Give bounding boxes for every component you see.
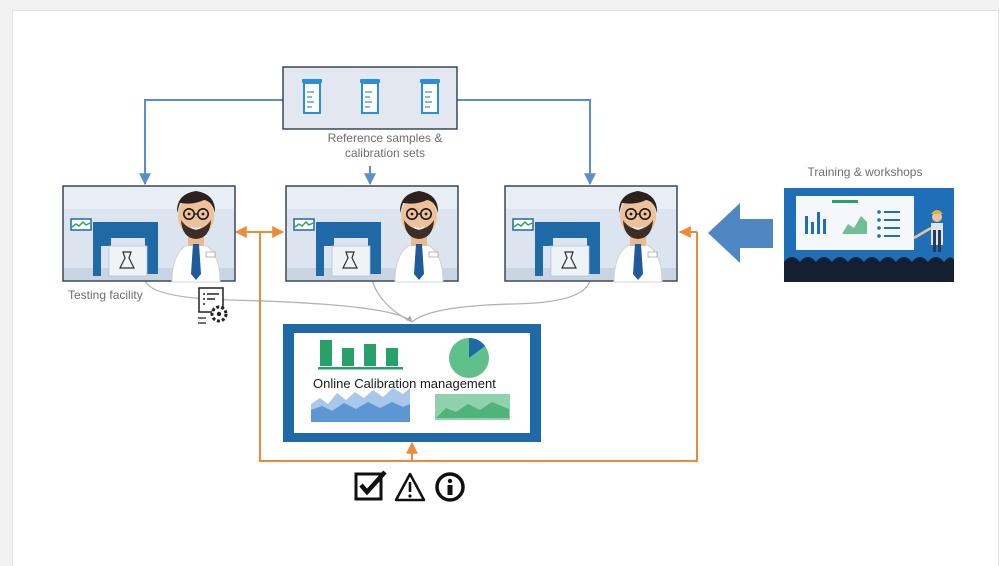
- training-illustration: [784, 188, 954, 282]
- feedback-lines: [234, 226, 698, 462]
- lab-station-center: [286, 186, 458, 282]
- beaker-icon: [301, 78, 323, 114]
- reference-samples-label: Reference samples & calibration sets: [327, 131, 443, 160]
- beaker-icon: [419, 78, 441, 114]
- settings-list-icon: [198, 287, 228, 324]
- online-calibration-screen: [283, 324, 541, 442]
- lab-station-right: [505, 186, 677, 282]
- data-flow-lines: [144, 279, 591, 323]
- lab-station-testing: [63, 186, 235, 282]
- beaker-icon: [359, 78, 381, 114]
- checkbox-checked-icon: [354, 470, 387, 501]
- online-calibration-label: Online Calibration management: [313, 376, 496, 391]
- big-left-arrow: [708, 203, 773, 263]
- training-workshops-label: Training & workshops: [807, 165, 923, 179]
- reference-flow-arrows: [139, 99, 596, 186]
- info-icon: [435, 472, 465, 502]
- testing-facility-label: Testing facility: [68, 288, 143, 302]
- reference-samples-box: [282, 66, 458, 130]
- diagram-canvas: [12, 10, 999, 566]
- warning-icon: [394, 472, 426, 502]
